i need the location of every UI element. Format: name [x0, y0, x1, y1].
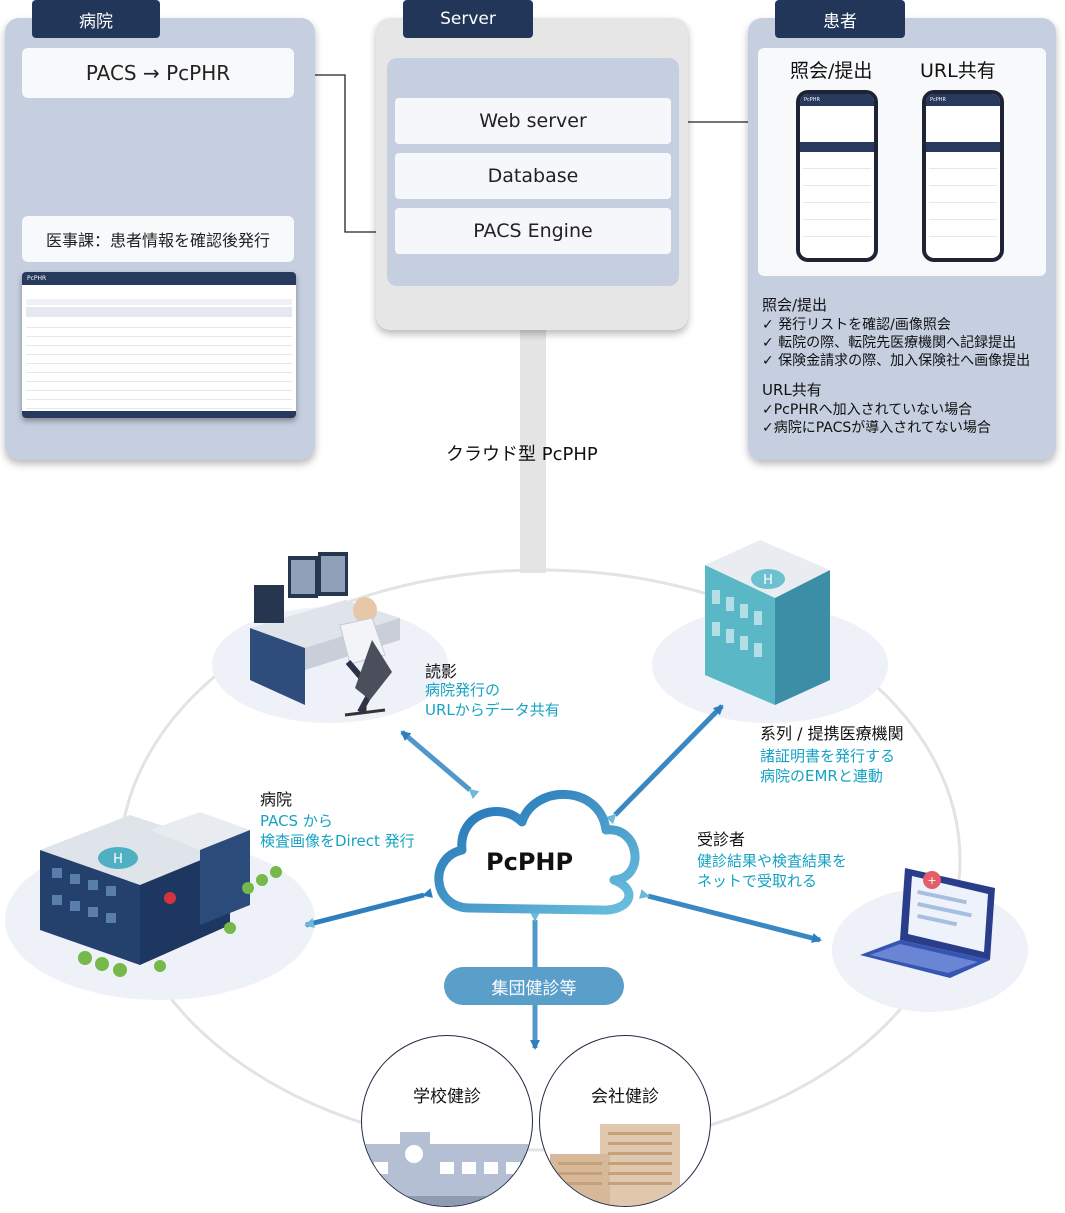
school-exam-circle: 学校健診 [361, 1035, 533, 1207]
examinee-title: 受診者 [697, 830, 746, 849]
affiliate-title: 系列 / 提携医療機関 [760, 724, 904, 743]
web-server-box: Web server [395, 98, 671, 144]
medical-affairs-box: 医事課：患者情報を確認後発行 [22, 216, 294, 262]
phone-app-title: PcPHR [926, 94, 1000, 106]
hospital-desc: PACS から 検査画像をDirect 発行 [260, 811, 415, 851]
url-share-section-title: URL共有 [762, 381, 822, 399]
examinee-desc-line: 健診結果や検査結果を [697, 852, 848, 870]
svg-text:+: + [927, 874, 936, 887]
pacs-engine-box: PACS Engine [395, 208, 671, 254]
server-panel-tab: Server [403, 0, 533, 38]
url-share-item: ✓PcPHRへ加入されていない場合 [762, 402, 973, 418]
school-building-icon [362, 1132, 532, 1206]
examinee-desc: 健診結果や検査結果を ネットで受取れる [697, 851, 847, 891]
school-exam-label: 学校健診 [413, 1087, 481, 1107]
phone-app-title: PcPHR [800, 94, 874, 106]
database-box: Database [395, 153, 671, 199]
hospital-desc-line: 検査画像をDirect 発行 [260, 832, 415, 850]
examinee-desc-line: ネットで受取れる [697, 872, 818, 890]
laptop-illustration: + [860, 868, 995, 978]
worklist-app-title: PcPHR [22, 272, 296, 285]
inquiry-section-list: ✓ 発行リストを確認/画像照会 ✓ 転院の際、転院先医療機関へ記録提出 ✓ 保険… [762, 316, 1030, 370]
company-exam-label: 会社健診 [591, 1087, 659, 1107]
hospital-complex-illustration: H [40, 812, 282, 977]
phone-url-share: PcPHR [922, 90, 1004, 262]
svg-text:H: H [763, 573, 773, 588]
center-cloud-shape [434, 789, 640, 915]
patient-panel-tab: 患者 [775, 0, 905, 38]
group-exam-pill: 集団健診等 [444, 967, 624, 1005]
reading-desc-line: 病院発行の [425, 681, 501, 699]
reading-title: 読影 [425, 662, 458, 681]
inquiry-item: ✓ 転院の際、転院先医療機関へ記録提出 [762, 335, 1017, 351]
inquiry-column-title: 照会/提出 [790, 60, 873, 82]
affiliate-desc: 諸証明書を発行する 病院のEMRと連動 [760, 746, 895, 786]
center-cloud-label: PcPHP [486, 848, 574, 876]
reading-desc: 病院発行の URLからデータ共有 [425, 680, 560, 720]
affiliate-desc-line: 病院のEMRと連動 [760, 767, 883, 785]
svg-text:H: H [113, 852, 123, 867]
pacs-to-pcphr-box: PACS → PcPHR [22, 48, 294, 98]
inquiry-section-title: 照会/提出 [762, 296, 828, 314]
url-share-section-list: ✓PcPHRへ加入されていない場合 ✓病院にPACSが導入されてない場合 [762, 401, 991, 437]
hospital-title: 病院 [260, 790, 293, 809]
office-building-icon [550, 1124, 680, 1206]
url-share-item: ✓病院にPACSが導入されてない場合 [762, 420, 991, 436]
radiologist-illustration [250, 552, 400, 717]
inquiry-item: ✓ 発行リストを確認/画像照会 [762, 317, 951, 333]
inquiry-item: ✓ 保険金請求の際、加入保険社へ画像提出 [762, 353, 1031, 369]
url-share-column-title: URL共有 [920, 60, 996, 82]
pacs-to-engine-connector [295, 74, 394, 236]
worklist-screenshot: PcPHR [22, 272, 296, 418]
cloud-type-caption: クラウド型 PcPHP [446, 444, 598, 465]
hospital-desc-line: PACS から [260, 812, 333, 830]
hospital-panel-tab: 病院 [32, 0, 160, 38]
reading-desc-line: URLからデータ共有 [425, 701, 560, 719]
phone-inquiry: PcPHR [796, 90, 878, 262]
affiliate-hospital-illustration: H [705, 540, 830, 705]
server-connector [520, 330, 546, 573]
affiliate-desc-line: 諸証明書を発行する [760, 747, 896, 765]
company-exam-circle: 会社健診 [539, 1035, 711, 1207]
